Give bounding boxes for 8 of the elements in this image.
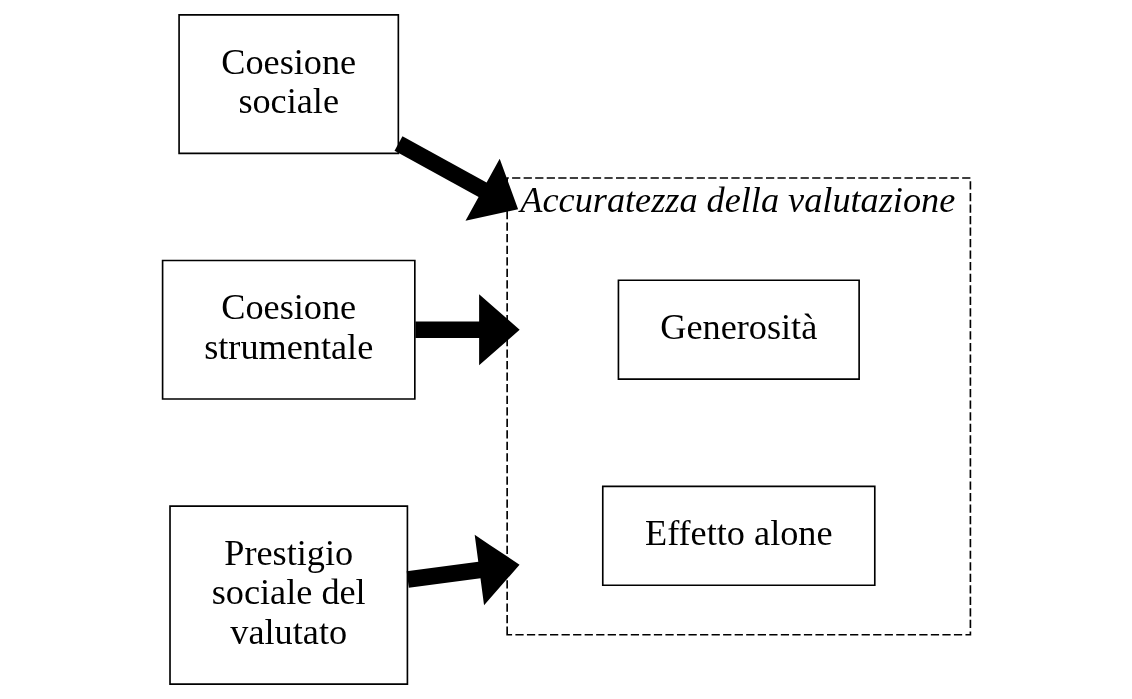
arrow: [394, 136, 518, 221]
node-box: Prestigio sociale del valutato: [168, 505, 408, 685]
node-box: Coesione strumentale: [161, 259, 416, 400]
node-box: Generosità: [617, 279, 860, 380]
node-box: Effetto alone: [601, 485, 876, 587]
node-box: Coesione sociale: [177, 14, 399, 155]
arrow: [414, 294, 520, 366]
arrow: [406, 534, 520, 606]
